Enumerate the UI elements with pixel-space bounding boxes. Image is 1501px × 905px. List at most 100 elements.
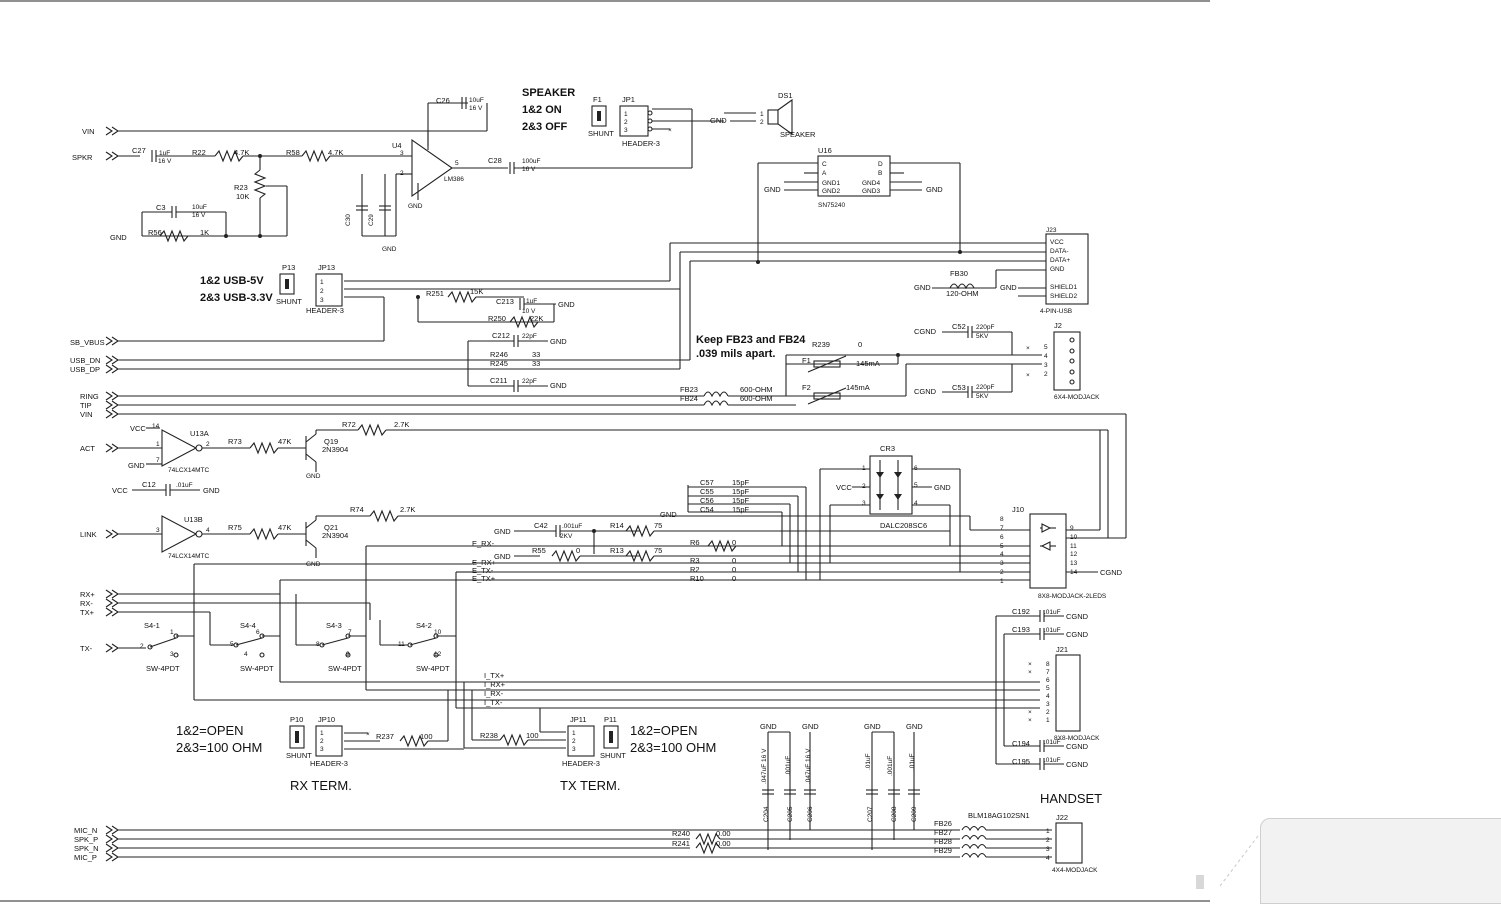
- svg-text:1: 1: [624, 111, 628, 118]
- c3-ref: C3: [156, 203, 166, 212]
- c206-ref: C206: [807, 806, 814, 822]
- fb-note-1: Keep FB23 and FB24: [696, 334, 806, 346]
- c195-value: .01uF: [1044, 757, 1061, 764]
- svg-text:×: ×: [1028, 661, 1032, 668]
- c211-value: 22pF: [522, 378, 537, 385]
- r23-value: 10K: [236, 192, 249, 201]
- cgnd-j10: CGND: [1100, 568, 1123, 577]
- u13a-value: 74LCX14MTC: [168, 467, 209, 474]
- r250-value: 22K: [530, 314, 543, 323]
- net-mic-p: MIC_P: [74, 853, 97, 862]
- jp1-ref: JP1: [622, 95, 635, 104]
- svg-text:11: 11: [1070, 543, 1077, 550]
- usb-data-lines: SB_VBUS USB_DN USB_DP C212 22pF GND R246…: [70, 261, 691, 392]
- gnd-u16-left: GND: [764, 185, 781, 194]
- r55-value: 0: [576, 546, 580, 555]
- net-tip: TIP: [80, 401, 92, 410]
- svg-text:×: ×: [1026, 345, 1030, 352]
- cr3-protection-section: CR3 12 3 65 4 VCC GND DALC208SC6 GND C57…: [660, 444, 961, 580]
- net-usb-dp: USB_DP: [70, 365, 100, 374]
- jp10-ref: JP10: [318, 715, 335, 724]
- j21-ref: J21: [1056, 645, 1068, 654]
- svg-text:3: 3: [400, 150, 404, 157]
- j23-pin-dm: DATA-: [1050, 248, 1069, 255]
- j23-ref: J23: [1046, 227, 1057, 234]
- j2-value: 6X4-MODJACK: [1054, 394, 1100, 401]
- r73-value: 47K: [278, 437, 291, 446]
- j21-modjack-icon: [1055, 654, 1081, 732]
- net-i-rxn: I_RX-: [484, 689, 504, 698]
- r22-value: 4.7K: [234, 148, 249, 157]
- rxp-port-icon: [105, 589, 119, 599]
- c52-voltage: 5KV: [976, 333, 989, 340]
- c42-value: .001uF: [562, 523, 582, 530]
- svg-text:5: 5: [914, 482, 918, 489]
- vin2-port-icon: [105, 409, 119, 419]
- mic-n-port-icon: [105, 825, 119, 835]
- r240-value: 0.00: [716, 829, 731, 838]
- j22-value: 4X4-MODJACK: [1052, 867, 1098, 874]
- q21-ref: Q21: [324, 523, 338, 532]
- svg-text:×: ×: [1028, 717, 1032, 724]
- r241-ref: R241: [672, 839, 690, 848]
- svg-text:3: 3: [156, 527, 160, 534]
- cgnd-c52: CGND: [914, 327, 937, 336]
- jp13-ref: JP13: [318, 263, 335, 272]
- p13-shunt-label: SHUNT: [276, 297, 302, 306]
- p13-ref: P13: [282, 263, 295, 272]
- c26-ref: C26: [436, 96, 450, 105]
- p10-shunt-label: SHUNT: [286, 751, 312, 760]
- net-e-rxn: E_RX-: [472, 539, 495, 548]
- c212-ref: C212: [492, 331, 510, 340]
- net-vin-2: VIN: [80, 410, 93, 419]
- comment-marker[interactable]: [1196, 875, 1204, 889]
- s4-2-value: SW-4PDT: [416, 664, 450, 673]
- svg-text:3: 3: [572, 746, 576, 753]
- switch-section: RX+ RX- TX+ TX- S4-1 2 13 SW-4PDT S4-4 5…: [80, 545, 1040, 748]
- rx-term-label: RX TERM.: [290, 778, 352, 793]
- svg-text:2: 2: [1044, 371, 1048, 378]
- net-txn: TX-: [80, 644, 93, 653]
- gnd-cr3: GND: [934, 483, 951, 492]
- gnd-c42: GND: [494, 527, 511, 536]
- r13-ref: R13: [610, 546, 624, 555]
- svg-text:9: 9: [346, 651, 350, 658]
- ds1-ref: DS1: [778, 91, 793, 100]
- led-driver-section: VCC 14 ACT 1 U13A 2 GND 7 74LCX14MTC R73…: [80, 420, 1109, 568]
- c212-value: 22pF: [522, 333, 537, 340]
- speaker-note-1: 1&2 ON: [522, 104, 562, 116]
- c211-ref: C211: [490, 376, 507, 385]
- c52-value: 220pF: [976, 324, 994, 331]
- gnd-q19: GND: [306, 473, 321, 480]
- svg-text:7: 7: [1000, 525, 1004, 532]
- svg-text:13: 13: [1070, 560, 1078, 567]
- jp11-header-label: HEADER-3: [562, 759, 600, 768]
- comment-callout-box[interactable]: [1260, 818, 1501, 904]
- r6-ref: R6: [690, 538, 700, 547]
- r74-ref: R74: [350, 505, 364, 514]
- c56-value: 15pF: [732, 496, 750, 505]
- svg-text:4: 4: [244, 651, 248, 658]
- gnd-c213: GND: [558, 300, 575, 309]
- c52-ref: C52: [952, 322, 966, 331]
- s4-2-ref: S4-2: [416, 621, 432, 630]
- u4-opamp: [411, 138, 453, 198]
- cgnd-c193: CGND: [1066, 630, 1089, 639]
- gnd-u4: GND: [408, 203, 423, 210]
- cgnd-c192: CGND: [1066, 612, 1089, 621]
- cgnd-c53: CGND: [914, 387, 937, 396]
- fb23-ref: FB23: [680, 385, 698, 394]
- u16-value: SN75240: [818, 202, 845, 209]
- c12-value: .01uF: [176, 482, 193, 489]
- r250-ref: R250: [488, 314, 506, 323]
- c57-value: 15pF: [732, 478, 750, 487]
- r56-value: 1K: [200, 228, 209, 237]
- fb28-ref: FB28: [934, 837, 952, 846]
- gnd-cap-bank: GND: [660, 510, 677, 519]
- r246-ref: R246: [490, 350, 508, 359]
- svg-text:1: 1: [156, 441, 160, 448]
- u16-pin-b: B: [878, 170, 882, 177]
- net-spk-p: SPK_P: [74, 835, 98, 844]
- c192-ref: C192: [1012, 607, 1030, 616]
